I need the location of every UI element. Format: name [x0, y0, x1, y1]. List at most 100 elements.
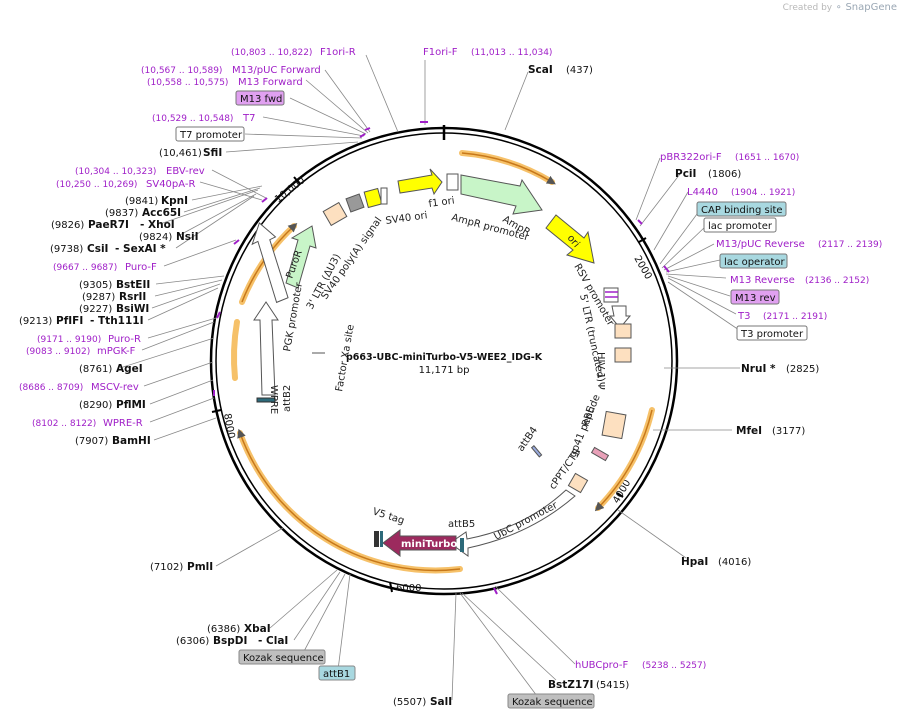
t3-promoter-box-label: T3 promoter	[740, 329, 804, 340]
wpre-label: WPRE	[268, 385, 279, 414]
ebv-rev-label[interactable]: EBV-rev	[166, 166, 205, 177]
sfii-label[interactable]: SfiI	[203, 147, 222, 159]
ebv-rev-range: (10,304 .. 10,323)	[75, 167, 156, 177]
f1ori-f-label[interactable]: F1ori-F	[423, 47, 458, 58]
puro-r-label[interactable]: Puro-R	[108, 334, 141, 345]
lac-operator-box[interactable]	[719, 253, 788, 269]
ori-arrow[interactable]	[545, 214, 595, 264]
attb4-feature[interactable]	[530, 445, 543, 458]
f1-ori-arrow[interactable]	[397, 168, 443, 196]
agei-label[interactable]: AgeI	[116, 363, 143, 375]
miniturbo-arrow[interactable]	[382, 528, 457, 558]
hpai-label[interactable]: HpaI	[681, 556, 708, 568]
m13puc-rev-range: (2117 .. 2139)	[818, 240, 882, 250]
t3-range: (2171 .. 2191)	[763, 312, 827, 322]
bsteii-label[interactable]: BstEII	[116, 279, 150, 291]
t7-promoter-box-label: T7 promoter	[179, 130, 243, 141]
m13puc-fwd-label[interactable]: M13/pUC Forward	[232, 65, 321, 76]
t3-label[interactable]: T3	[737, 311, 750, 322]
sali-label[interactable]: SalI	[430, 696, 452, 708]
scale-6000: 6000	[396, 583, 421, 594]
nrui-label[interactable]: NruI *	[741, 363, 776, 375]
v5-tag-label: V5 tag	[371, 506, 406, 527]
attb2-label: attB2	[282, 385, 293, 412]
kpni-label[interactable]: KpnI	[161, 195, 188, 207]
hiv-psi-label: HIV-1 Ψ	[595, 352, 606, 390]
mpgk-f-range: (9083 .. 9102)	[26, 347, 90, 357]
bstz17i-pos: (5415)	[596, 680, 629, 691]
cap-binding-box[interactable]	[696, 201, 787, 217]
f1-ori-label: f1 ori	[428, 195, 455, 210]
pcii-label[interactable]: PciI	[675, 168, 696, 180]
l4440-label[interactable]: L4440	[687, 187, 718, 198]
m13-reverse-range: (2136 .. 2152)	[805, 276, 869, 286]
bsiwi-label[interactable]: BsiWI	[116, 303, 149, 315]
csii-label[interactable]: CsiI	[87, 243, 108, 255]
pmli-label[interactable]: PmlI	[187, 561, 213, 573]
clai-label[interactable]: - ClaI	[258, 635, 288, 647]
sv40-polya-feature[interactable]	[345, 193, 365, 213]
f1ori-r-label[interactable]: F1ori-R	[320, 47, 356, 58]
cppt-feature[interactable]	[567, 472, 589, 494]
sexai-label[interactable]: - SexAI *	[115, 243, 166, 255]
puro-f-label[interactable]: Puro-F	[125, 262, 157, 273]
xbai-label[interactable]: XbaI	[244, 623, 271, 635]
rre-feature[interactable]	[601, 410, 627, 440]
attb5-feature[interactable]	[460, 538, 464, 552]
m13-reverse-label[interactable]: M13 Reverse	[730, 275, 795, 286]
bstz17i-label[interactable]: BstZ17I	[548, 679, 593, 691]
sv40pa-r-label[interactable]: SV40pA-R	[146, 179, 195, 190]
ltr5-feature[interactable]	[614, 323, 632, 339]
mpgk-f-label[interactable]: mPGK-F	[97, 346, 136, 357]
attb2-feature[interactable]	[256, 397, 276, 403]
v5-tag-feature[interactable]	[374, 531, 379, 547]
pfifi-label[interactable]: PfIFI	[56, 315, 83, 327]
lac-promoter-box[interactable]	[703, 217, 777, 233]
pflmi-label[interactable]: PflMI	[116, 399, 146, 411]
hubcpro-f-label[interactable]: hUBCpro-F	[575, 660, 628, 671]
ltr3-feature[interactable]	[322, 201, 348, 227]
puro-f-range: (9667 .. 9687)	[53, 263, 117, 273]
sv40-ori-feature[interactable]	[363, 187, 383, 209]
paer7i-pos: (9826)	[51, 220, 84, 231]
lac-features-cluster[interactable]	[603, 287, 619, 303]
mscv-rev-label[interactable]: MSCV-rev	[91, 382, 139, 393]
t7-range: (10,529 .. 10,548)	[152, 114, 233, 124]
m13-rev-box[interactable]	[730, 289, 780, 305]
attb1-box[interactable]	[318, 665, 356, 681]
bamhi-label[interactable]: BamHI	[112, 435, 151, 447]
acc65i-label[interactable]: Acc65I	[142, 207, 181, 219]
hiv-psi-feature[interactable]	[614, 347, 632, 363]
wpre-arrow[interactable]	[253, 301, 279, 396]
rsv-promoter-arrow[interactable]	[608, 305, 632, 329]
t3-promoter-box[interactable]	[736, 325, 808, 341]
kozak-box-1[interactable]	[238, 649, 326, 665]
wpre-r-label[interactable]: WPRE-R	[103, 418, 143, 429]
leader-lines	[119, 54, 743, 701]
gp41-feature[interactable]	[590, 446, 610, 462]
kpni-pos: (9841)	[125, 196, 158, 207]
kozak-box-2[interactable]	[507, 693, 595, 709]
t7-label[interactable]: T7	[242, 113, 255, 124]
pgk-promoter-arrow[interactable]	[249, 221, 289, 305]
lac-promoter-box-label: lac promoter	[708, 221, 773, 232]
m13-forward-label[interactable]: M13 Forward	[238, 77, 303, 88]
hubcpro-f-range: (5238 .. 5257)	[642, 661, 706, 671]
xhoi-label[interactable]: - XhoI	[140, 219, 175, 231]
m13-fwd-box[interactable]	[235, 90, 285, 106]
scai-label[interactable]: ScaI	[528, 64, 553, 76]
nsii-label[interactable]: NsiI	[176, 231, 199, 243]
snapgene-brand: SnapGene	[845, 2, 897, 13]
sv40pa-r-range: (10,250 .. 10,269)	[56, 180, 137, 190]
tth111i-label[interactable]: - Tth111I	[90, 315, 144, 327]
puror-arrow[interactable]	[285, 225, 317, 289]
t7-promoter-box[interactable]	[175, 126, 245, 142]
rsrii-label[interactable]: RsrII	[119, 291, 146, 303]
ampr-arrow[interactable]	[460, 174, 543, 215]
mfei-label[interactable]: MfeI	[736, 425, 762, 437]
m13puc-rev-label[interactable]: M13/pUC Reverse	[716, 239, 805, 250]
bspdi-label[interactable]: BspDI	[213, 635, 247, 647]
pbr322ori-f-label[interactable]: pBR322ori-F	[660, 152, 722, 163]
ampr-promoter-feature[interactable]	[446, 173, 459, 191]
paer7i-label[interactable]: PaeR7I	[88, 219, 129, 231]
